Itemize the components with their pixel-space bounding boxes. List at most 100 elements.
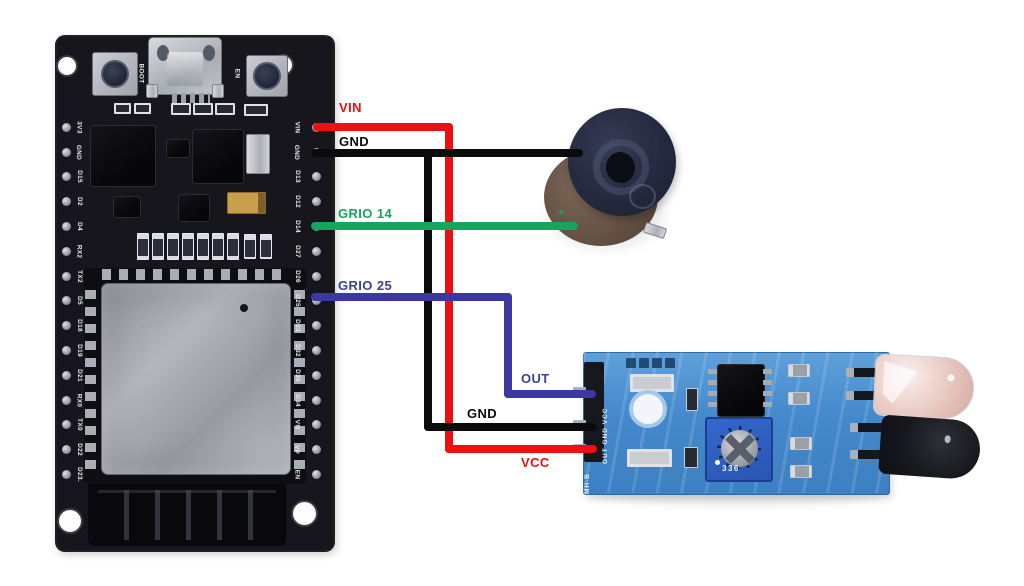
- pin-hole: [311, 165, 321, 190]
- esp32-pin-label: TX2: [75, 269, 83, 283]
- solder-pin: [61, 445, 71, 455]
- pin-hole: [311, 264, 321, 289]
- pin-label-cell: TX0: [70, 413, 88, 438]
- esp32-pin-label: D35: [293, 368, 301, 382]
- smd-resistor: [197, 233, 209, 260]
- esp32-pin-label: TX0: [75, 418, 83, 432]
- wire-red-vcc-h: [445, 445, 597, 453]
- pin-label-cell: D27: [288, 239, 306, 264]
- esp32-pin-label: VP: [293, 445, 301, 455]
- pin-label-cell: D18: [70, 313, 88, 338]
- smd-resistor: [790, 465, 812, 478]
- cn-glyph: [652, 358, 662, 368]
- wire-blue-gpio25-h: [311, 293, 512, 301]
- buzzer-emboss-mark: [629, 184, 656, 209]
- left-pin-holes: [61, 115, 71, 487]
- label-vcc: VCC: [521, 455, 550, 470]
- esp32-pin-label: D4: [75, 222, 83, 232]
- pin-label-cell: D25: [288, 289, 306, 314]
- smd-component: [171, 103, 191, 115]
- solder-pin: [311, 197, 321, 207]
- right-pin-holes: [311, 115, 321, 487]
- tantalum-capacitor: [227, 192, 266, 214]
- pin-hole: [61, 264, 71, 289]
- esp32-pin-label: D2: [75, 197, 83, 207]
- solder-pin: [61, 470, 71, 480]
- led-leg: [850, 450, 882, 459]
- led-leg: [846, 391, 878, 400]
- smd-component: [215, 103, 235, 115]
- smd-component: [686, 388, 698, 411]
- shield-marker-dot: [240, 304, 248, 312]
- esp32-pin-label: D13: [293, 170, 301, 184]
- pin-label-cell: D15: [70, 165, 88, 190]
- esp32-pin-label: GND: [75, 144, 83, 160]
- solder-pin: [61, 147, 71, 157]
- pin-hole: [61, 214, 71, 239]
- trimpot-adjuster[interactable]: [721, 430, 758, 467]
- esp32-pin-label: RX0: [75, 393, 83, 407]
- usb-tab: [212, 84, 224, 98]
- sensor-mounting-hole: [629, 390, 667, 428]
- en-button[interactable]: [246, 55, 288, 97]
- smd-resistor: [788, 364, 810, 377]
- pin-hole: [61, 413, 71, 438]
- esp32-pin-label: 3V3: [75, 121, 83, 134]
- label-out: OUT: [521, 371, 550, 386]
- solder-pin: [311, 370, 321, 380]
- solder-pin: [311, 470, 321, 480]
- smd-resistor: [227, 233, 239, 260]
- solder-pin: [311, 445, 321, 455]
- pin-label-cell: D19: [70, 338, 88, 363]
- smd-resistor: [260, 234, 272, 259]
- comparator-ic: [717, 364, 765, 417]
- esp32-pin-label: D27: [293, 244, 301, 258]
- led-leg: [846, 368, 878, 377]
- pin-label-cell: D13: [288, 165, 306, 190]
- label-buzzer-plus: +: [558, 205, 566, 219]
- esp32-pin-label: D18: [75, 319, 83, 333]
- wire-green-gpio14: [311, 222, 578, 230]
- smd-transistor: [113, 196, 141, 218]
- esp32-pin-label: D26: [293, 269, 301, 283]
- label-gnd-top: GND: [339, 134, 370, 149]
- solder-pin: [311, 246, 321, 256]
- wire-black-gnd-h: [311, 149, 583, 157]
- boot-button-cap: [101, 60, 129, 88]
- pin-label-cell: D35: [288, 363, 306, 388]
- esp32-pin-label: D25: [293, 294, 301, 308]
- rf-shield: [101, 283, 291, 475]
- wire-red-vin-v: [445, 123, 453, 453]
- smd-resistor: [137, 233, 149, 260]
- boot-button[interactable]: [92, 52, 138, 96]
- pin-hole: [61, 239, 71, 264]
- led-glint: [944, 435, 951, 444]
- esp32-pin-label: D5: [75, 296, 83, 306]
- smd-component: [684, 447, 698, 468]
- pin-label-cell: VP: [288, 437, 306, 462]
- pin-label-cell: TX2: [70, 264, 88, 289]
- pin-hole: [61, 115, 71, 140]
- cn-glyph: [626, 358, 636, 368]
- ic-pins: [763, 369, 772, 411]
- usb-shade: [167, 52, 203, 86]
- led-leg: [850, 423, 882, 432]
- sensor-smd-led: [630, 374, 674, 392]
- solder-pin: [61, 122, 71, 132]
- solder-pin: [61, 420, 71, 430]
- usb-tab: [146, 84, 158, 98]
- smd-component: [134, 103, 151, 114]
- esp32-pin-label: D22: [75, 443, 83, 457]
- solder-pin: [61, 346, 71, 356]
- smd-resistor: [182, 233, 194, 260]
- trimpot-dot: [715, 460, 720, 465]
- smd-resistor: [788, 392, 810, 405]
- pin-label-cell: D34: [288, 388, 306, 413]
- esp32-pin-label: VIN: [293, 121, 301, 134]
- esp32-pin-label: D14: [293, 220, 301, 233]
- pin-label-cell: GND: [288, 140, 306, 165]
- esp32-pin-label: D34: [293, 393, 301, 407]
- wire-blue-gpio25-v: [504, 293, 512, 398]
- pin-label-cell: D23.: [70, 462, 88, 487]
